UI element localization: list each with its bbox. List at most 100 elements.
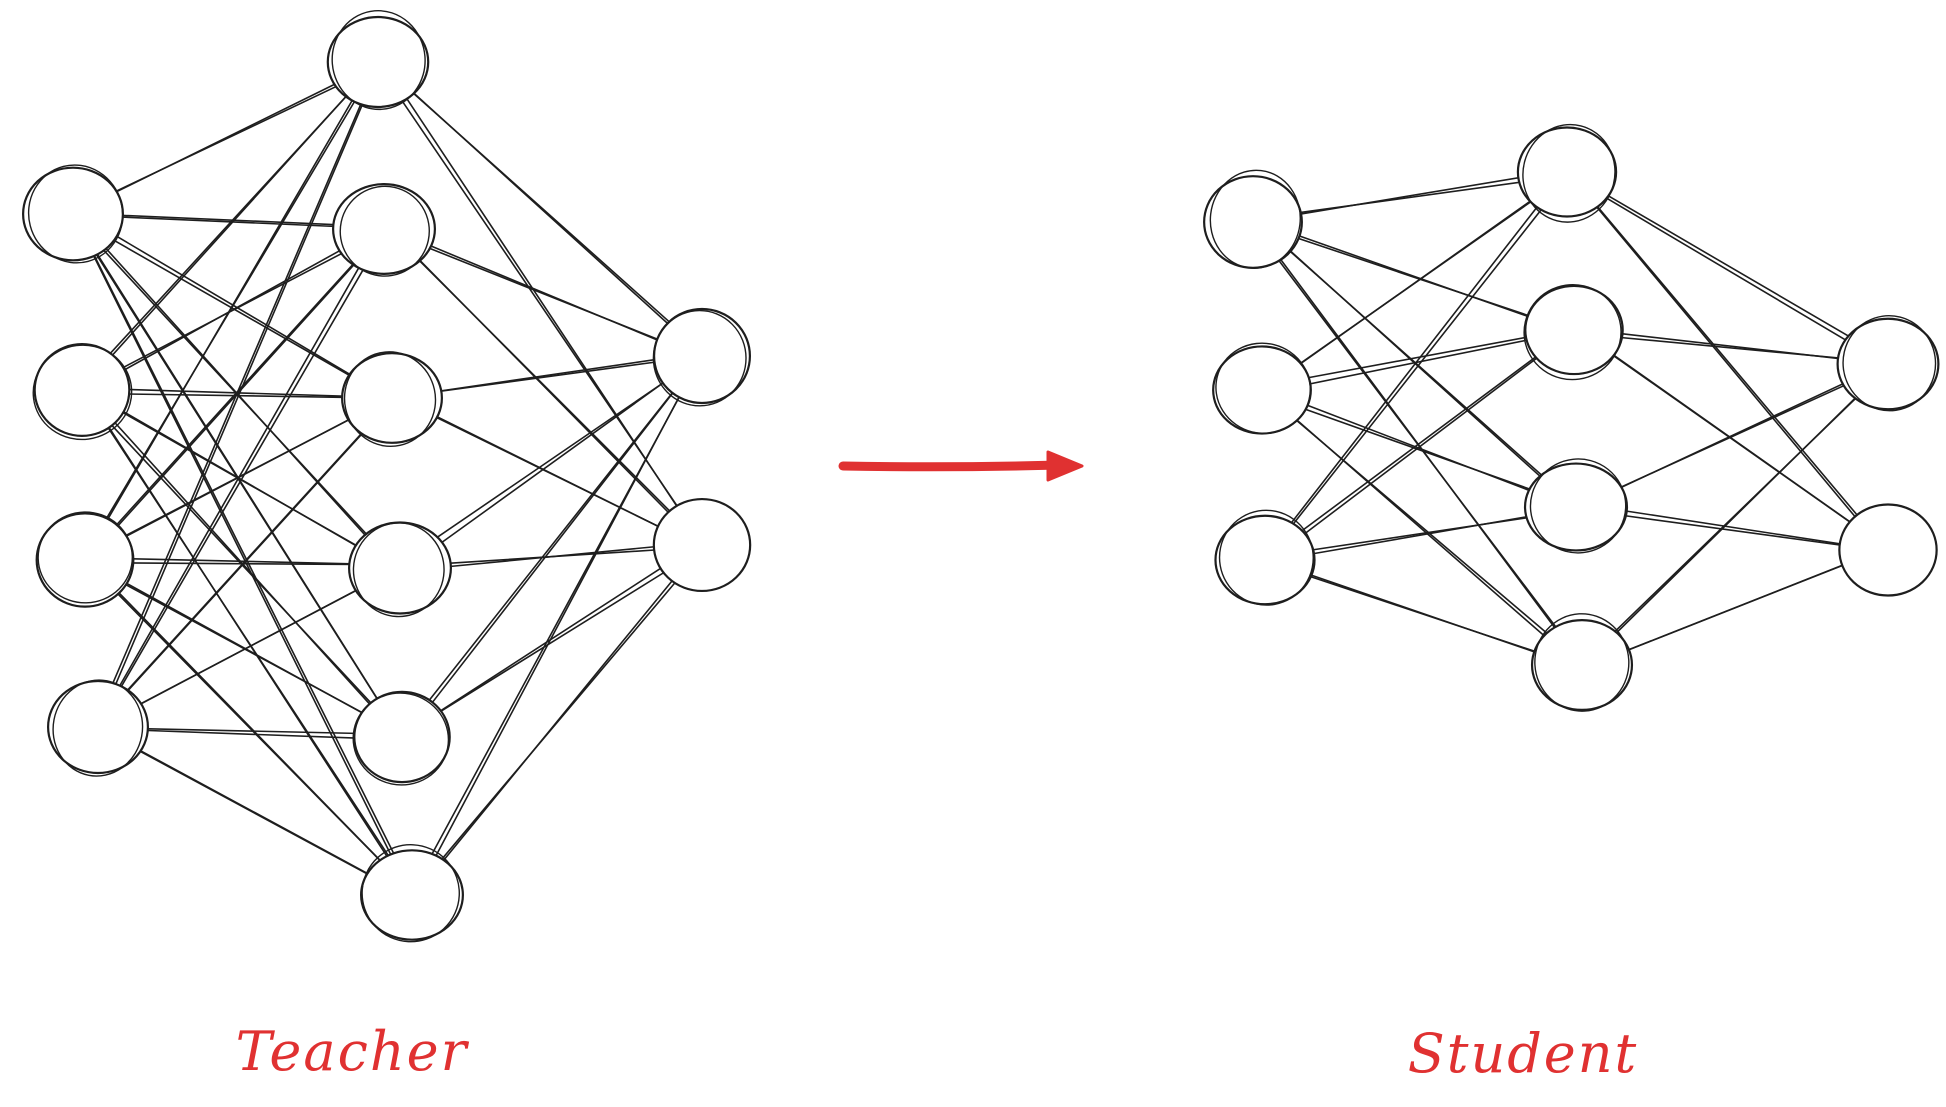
student-node-l2-0 xyxy=(1836,315,1940,412)
teacher-node-l1-5 xyxy=(360,844,464,943)
student-edge-l0-1-3 xyxy=(1294,417,1551,641)
student-edge-l0-2-1 xyxy=(1295,351,1543,536)
student-node-circle xyxy=(1214,514,1316,606)
student-edge-l1-0-1 xyxy=(1595,205,1860,522)
student-edge-l1-2-1 xyxy=(1616,508,1852,547)
student-node-circle xyxy=(1530,618,1634,712)
teacher-node-sketch xyxy=(32,344,133,441)
teacher-edge-l0-1-0 xyxy=(105,88,354,359)
student-network xyxy=(1203,123,1940,712)
teacher-node-l0-2 xyxy=(35,511,135,608)
student-node-sketch xyxy=(1522,123,1616,223)
teacher-node-l0-0 xyxy=(22,164,124,264)
teacher-node-l1-2 xyxy=(341,351,443,448)
student-edge-l1-1-0 xyxy=(1612,336,1846,360)
teacher-edge-l1-5-0 xyxy=(428,389,684,860)
teacher-edge-l0-3-1 xyxy=(118,264,367,691)
teacher-edge-l0-0-5 xyxy=(89,247,397,859)
teacher-node-sketch xyxy=(352,692,450,786)
arrow-shaft xyxy=(838,460,1065,472)
teacher-label: Teacher xyxy=(236,1020,470,1083)
teacher-edge-l0-2-5 xyxy=(112,586,387,867)
teacher-edge-l1-4-0 xyxy=(428,389,676,708)
teacher-edge-l1-5-1 xyxy=(439,577,680,862)
teacher-node-circle xyxy=(33,343,131,437)
teacher-edge-l0-3-5 xyxy=(134,748,375,878)
teacher-edge-l1-0-1 xyxy=(398,95,680,510)
student-edge-l0-0-1 xyxy=(1291,235,1535,319)
student-edge-l0-0-0 xyxy=(1290,175,1528,217)
student-node-l1-3 xyxy=(1530,613,1634,712)
teacher-node-sketch xyxy=(343,351,437,448)
student-edge-l1-0-1 xyxy=(1593,202,1863,521)
student-edge-l1-1-1 xyxy=(1606,350,1858,528)
teacher-node-circle xyxy=(652,497,752,593)
student-edge-l1-0-0 xyxy=(1601,194,1852,344)
teacher-node-sketch xyxy=(339,185,430,277)
student-label: Student xyxy=(1408,1022,1638,1085)
teacher-node-l1-0 xyxy=(326,9,430,111)
teacher-edge-l0-1-1 xyxy=(118,248,350,371)
teacher-edge-l0-2-3 xyxy=(122,562,358,566)
teacher-node-circle xyxy=(332,183,436,275)
student-edge-l0-0-3 xyxy=(1276,253,1559,633)
student-edge-l0-1-1 xyxy=(1303,338,1532,386)
teacher-edge-l0-2-3 xyxy=(122,557,363,565)
student-edge-l0-1-1 xyxy=(1299,334,1538,381)
student-node-l0-1 xyxy=(1212,342,1312,435)
teacher-edge-l0-3-2 xyxy=(123,426,368,695)
student-node-sketch xyxy=(1215,342,1311,435)
teacher-edge-l0-3-3 xyxy=(132,585,365,709)
student-node-l2-1 xyxy=(1838,503,1938,597)
teacher-node-sketch xyxy=(331,9,426,111)
student-edge-l0-2-1 xyxy=(1298,355,1540,539)
student-node-circle xyxy=(1836,317,1940,411)
student-node-sketch xyxy=(1534,613,1630,712)
teacher-edge-l1-2-1 xyxy=(431,413,668,532)
teacher-node-circle xyxy=(35,512,135,608)
student-node-l1-1 xyxy=(1523,283,1624,381)
teacher-edge-l1-4-0 xyxy=(425,386,678,706)
teacher-edge-l1-3-0 xyxy=(434,380,667,549)
student-node-sketch xyxy=(1842,315,1937,412)
teacher-node-circle xyxy=(360,849,464,941)
teacher-edge-l1-4-1 xyxy=(437,568,671,714)
teacher-edge-l1-0-0 xyxy=(407,87,674,330)
teacher-edge-l1-3-0 xyxy=(430,376,673,543)
student-edge-l0-2-3 xyxy=(1305,572,1544,656)
teacher-node-l1-4 xyxy=(352,690,451,786)
teacher-node-l1-1 xyxy=(332,183,436,277)
teacher-edge-l0-0-2 xyxy=(109,231,360,381)
teacher-node-sketch xyxy=(52,679,144,777)
teacher-edge-l0-0-5 xyxy=(90,250,394,860)
teacher-edge-l1-2-0 xyxy=(431,360,663,394)
teacher-node-l1-3 xyxy=(348,521,452,618)
student-edge-l0-2-0 xyxy=(1286,200,1543,529)
student-node-circle xyxy=(1838,503,1938,597)
teacher-edge-l1-1-1 xyxy=(413,254,677,518)
teacher-node-l0-1 xyxy=(32,343,133,441)
student-edge-l1-3-0 xyxy=(1611,392,1862,636)
arrow-head xyxy=(1046,450,1084,482)
student-node-sketch xyxy=(1529,458,1627,554)
teacher-edge-l1-1-0 xyxy=(421,244,664,343)
teacher-node-sketch xyxy=(27,164,124,264)
teacher-nodes xyxy=(22,9,752,943)
teacher-node-sketch xyxy=(37,511,134,604)
student-edge-l1-2-0 xyxy=(1613,381,1852,491)
teacher-edge-l0-3-0 xyxy=(113,99,365,688)
teacher-node-circle xyxy=(46,679,150,775)
student-node-sketch xyxy=(1209,169,1301,269)
teacher-node-l2-0 xyxy=(652,307,752,407)
teacher-edge-l0-3-4 xyxy=(136,727,362,735)
teacher-edge-l0-0-1 xyxy=(111,214,345,226)
student-node-circle xyxy=(1524,284,1624,376)
teacher-node-circle xyxy=(353,690,451,784)
distillation-arrow xyxy=(838,450,1084,482)
student-edge-l1-3-1 xyxy=(1618,562,1848,655)
teacher-edge-l0-0-0 xyxy=(109,79,343,196)
teacher-network xyxy=(22,9,752,943)
teacher-edge-l0-0-1 xyxy=(112,215,344,228)
student-edges xyxy=(1273,175,1863,656)
student-edge-l0-1-0 xyxy=(1297,198,1536,366)
